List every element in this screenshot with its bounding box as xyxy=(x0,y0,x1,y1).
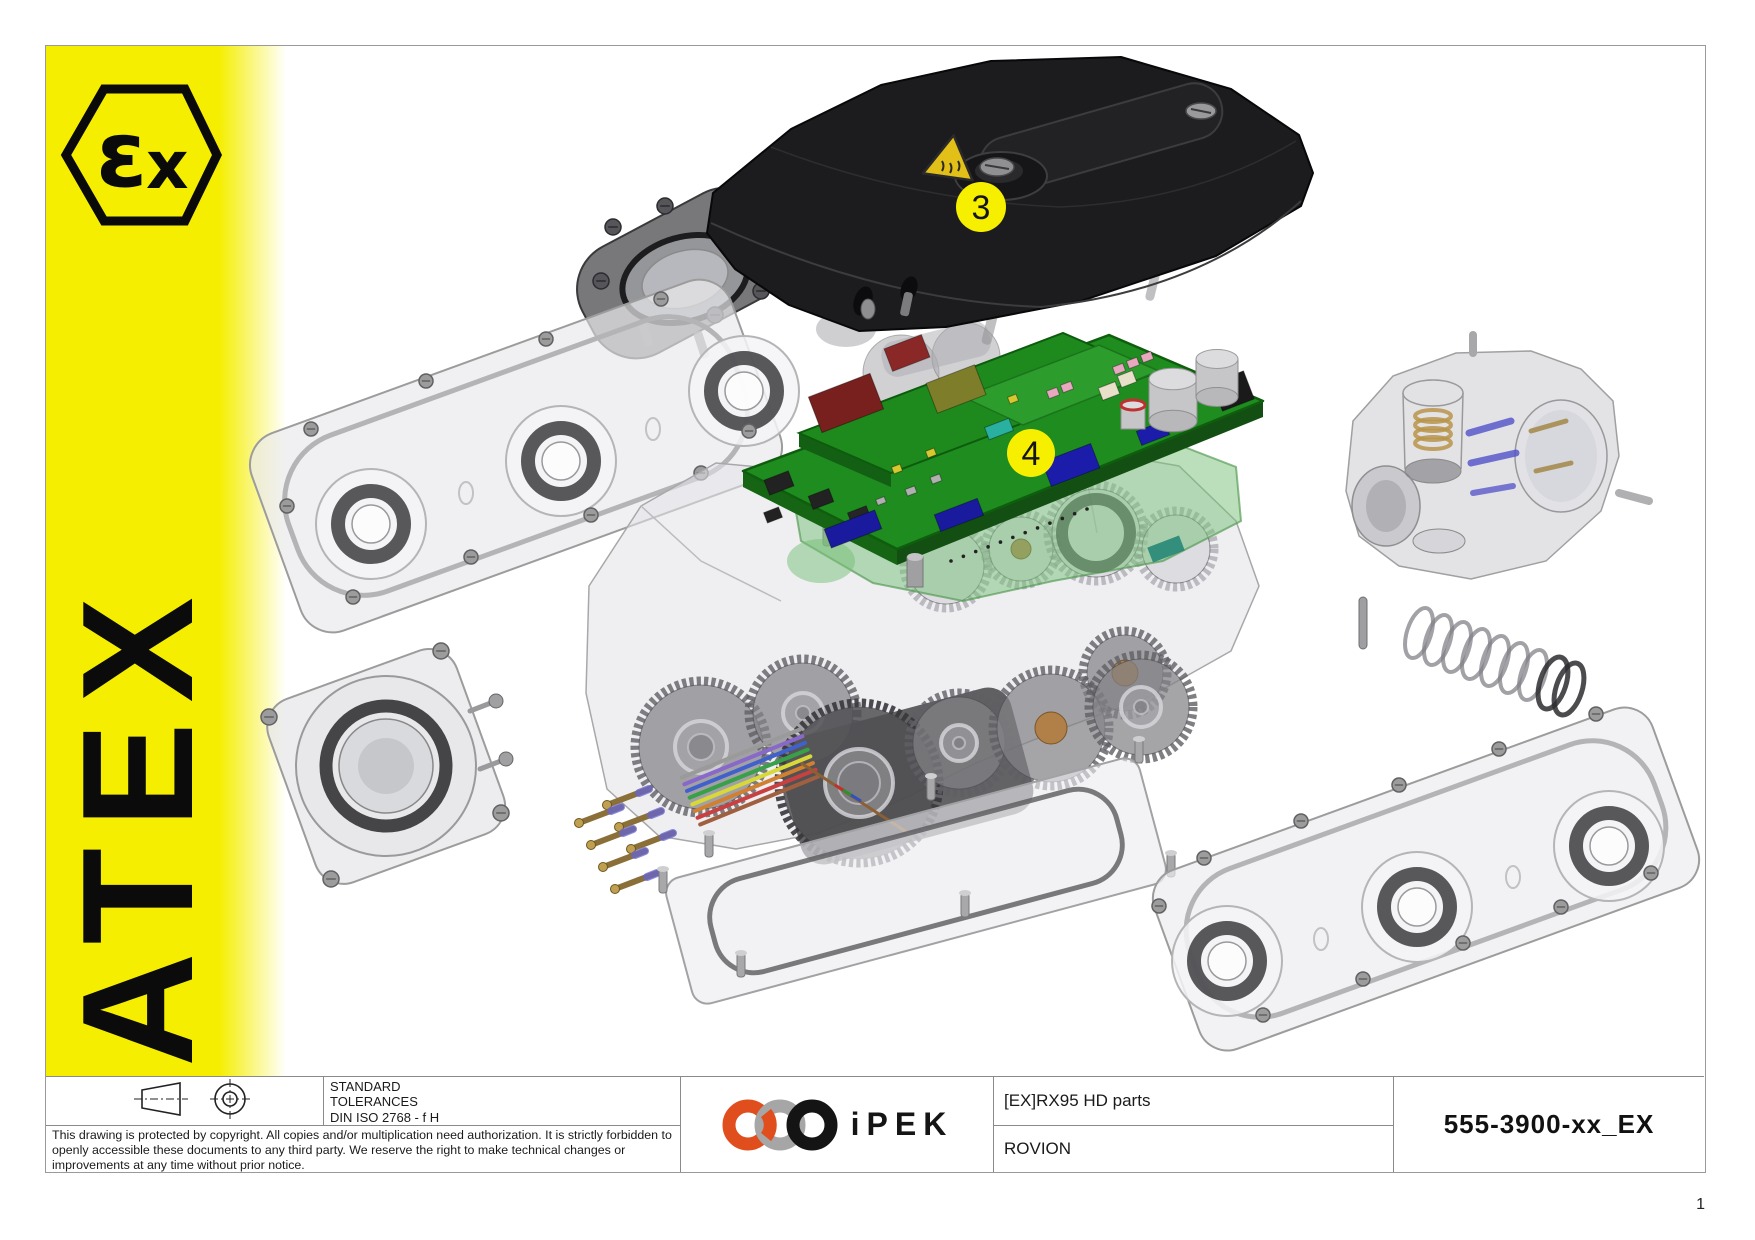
callout-balloon-3: 3 xyxy=(956,182,1006,232)
ipek-logo-icon xyxy=(722,1099,838,1150)
balloon-3-circle xyxy=(956,182,1006,232)
brand-logo-cell: iPEK xyxy=(680,1077,993,1172)
seal-ring xyxy=(319,699,453,833)
lid-gasket xyxy=(707,786,1125,976)
ex-epsilon-glyph: ε xyxy=(96,101,147,208)
callout-balloon-4: 4 xyxy=(1007,429,1055,477)
compression-spring xyxy=(1358,596,1587,718)
bottom-lid xyxy=(657,736,1177,1005)
title-block: STANDARD TOLERANCES DIN ISO 2768 - f H T… xyxy=(46,1076,1704,1172)
projection-method-icon xyxy=(134,1079,250,1119)
connector-head xyxy=(1345,331,1653,580)
drawing-sheet-border: ε x ATEX xyxy=(45,45,1706,1173)
blue-pin xyxy=(1465,417,1515,437)
enclosure-cover xyxy=(706,56,1314,332)
front-flange xyxy=(260,642,510,888)
cover-plate-left xyxy=(249,278,800,634)
balloon-4-label: 4 xyxy=(1022,435,1041,473)
hot-surface-warning-icon xyxy=(921,134,974,182)
balloon-4-circle xyxy=(1007,429,1055,477)
exploded-view-drawing: 3 4 xyxy=(249,56,1701,1052)
atex-band: ε x ATEX xyxy=(46,46,286,1076)
drawing-number: 555-3900-xx_EX xyxy=(1393,1077,1704,1172)
contact-pins xyxy=(574,785,677,894)
tolerance-line-2: TOLERANCES xyxy=(330,1094,418,1110)
ex-x-glyph: x xyxy=(146,127,189,204)
ex-hexagon-outline xyxy=(60,84,223,226)
ex-hexagon-logo: ε x xyxy=(60,84,223,226)
product-line: ROVION xyxy=(993,1125,1393,1172)
balloon-3-label: 3 xyxy=(972,189,991,227)
ribbon-wires xyxy=(679,727,912,837)
product-title: [EX]RX95 HD parts xyxy=(993,1077,1393,1125)
tolerance-line-1: STANDARD xyxy=(330,1079,401,1094)
main-pcb xyxy=(741,331,1265,588)
cover-plate-right xyxy=(1151,706,1701,1052)
page-number: 1 xyxy=(1696,1196,1705,1213)
copyright-notice: This drawing is protected by copyright. … xyxy=(46,1125,680,1172)
tolerances-cell: STANDARD TOLERANCES DIN ISO 2768 - f H xyxy=(323,1077,680,1125)
gold-pin xyxy=(1528,418,1569,434)
tolerance-line-3: DIN ISO 2768 - f H xyxy=(330,1109,440,1125)
brand-logo-text: iPEK xyxy=(850,1106,954,1142)
dowel-pin xyxy=(1358,596,1368,650)
projection-symbol-cell xyxy=(46,1077,323,1125)
loose-screws xyxy=(467,693,514,772)
